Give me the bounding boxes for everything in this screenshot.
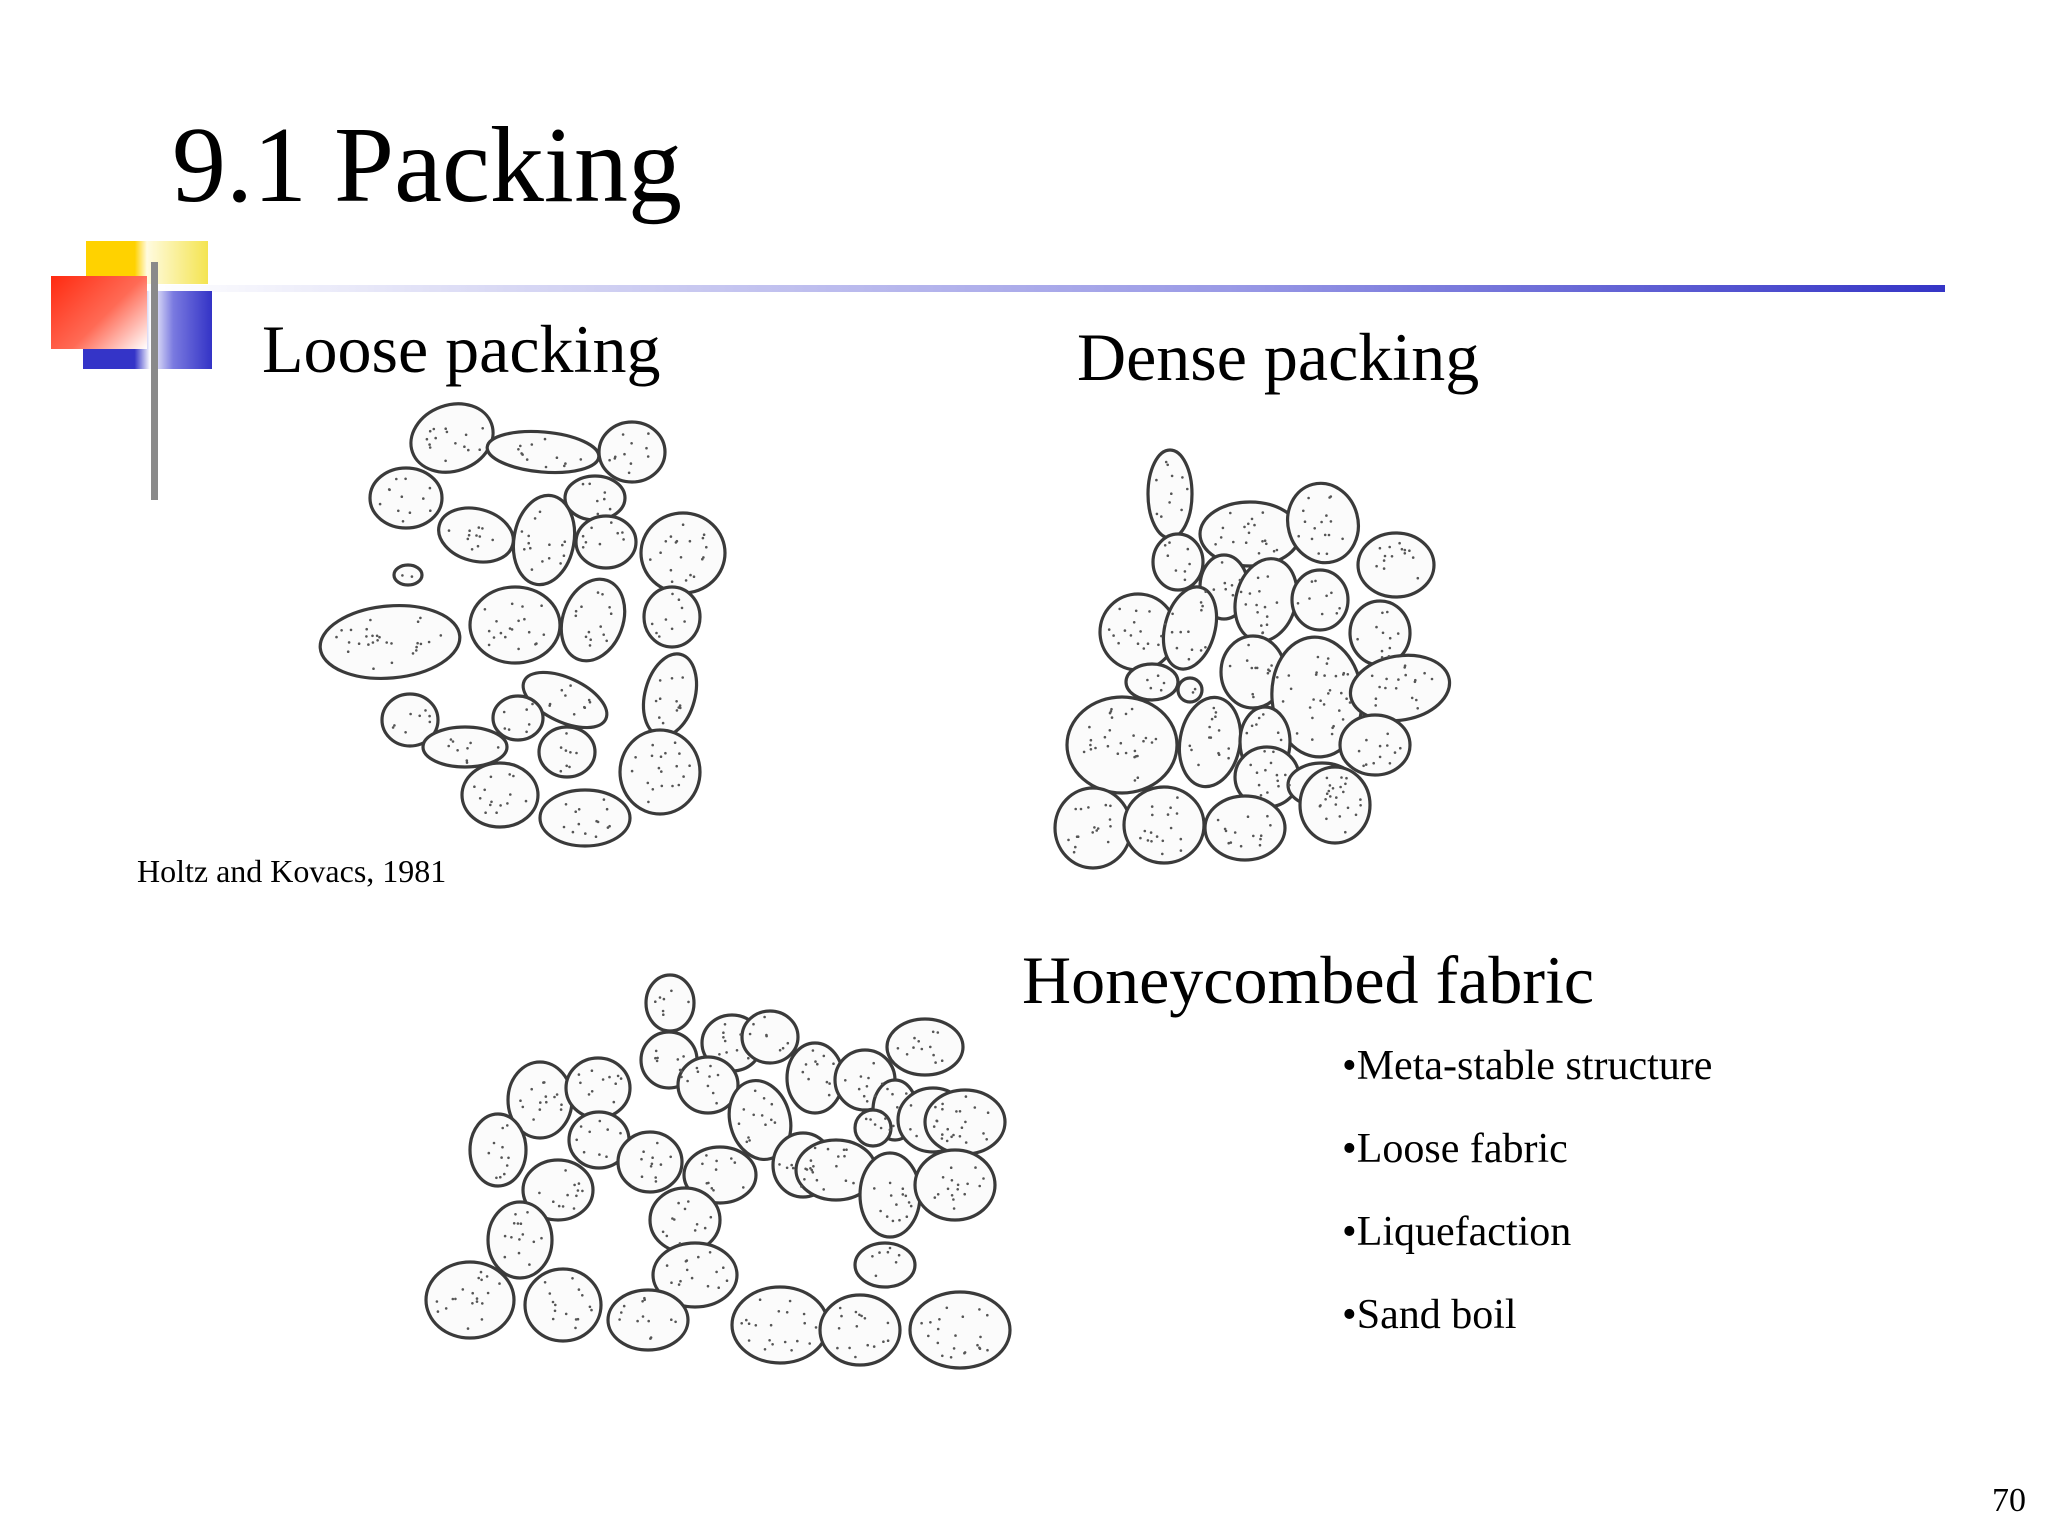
slide-title: 9.1 Packing	[172, 106, 682, 225]
honeycombed-fabric-label: Honeycombed fabric	[1022, 942, 1595, 1018]
dense-packing-label: Dense packing	[1077, 319, 1480, 395]
decorative-red-square	[51, 276, 147, 349]
loose-packing-illustration	[318, 402, 727, 848]
bullet-item: •Meta-stable structure	[1342, 1043, 1713, 1089]
citation: Holtz and Kovacs, 1981	[137, 853, 447, 889]
bullet-item: •Loose fabric	[1342, 1126, 1568, 1172]
decorative-vertical-bar	[151, 262, 158, 500]
dense-packing-illustration	[1053, 448, 1452, 870]
loose-packing-label: Loose packing	[262, 311, 661, 387]
bullet-item: •Sand boil	[1342, 1292, 1517, 1338]
title-underline	[150, 285, 1945, 292]
page-number: 70	[1992, 1482, 2026, 1519]
honeycombed-fabric-illustration	[424, 973, 1012, 1370]
bullet-item: •Liquefaction	[1342, 1209, 1572, 1255]
